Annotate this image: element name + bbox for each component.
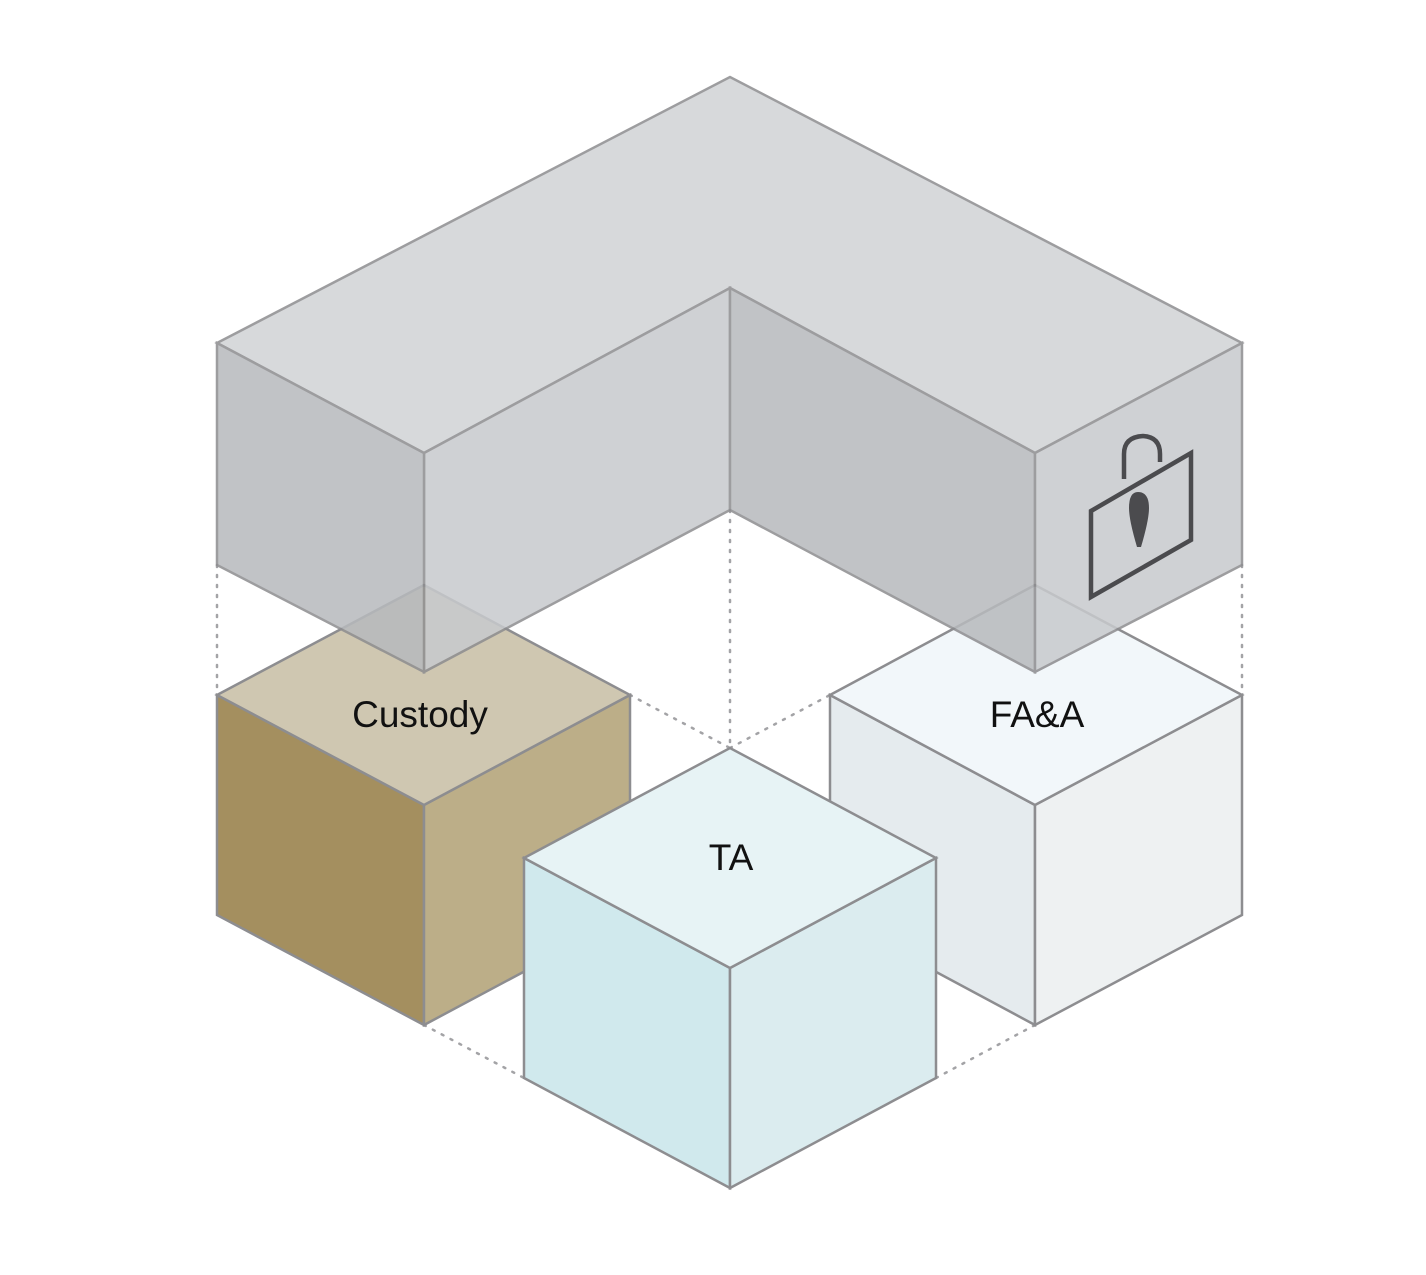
ta-top-face [521, 746, 939, 970]
custody-block: Custody [214, 583, 633, 1028]
lock-icon [1088, 433, 1194, 601]
custody-label: Custody [352, 694, 488, 735]
ta-block: TA [521, 746, 939, 1191]
ta-label: TA [709, 837, 754, 878]
faa-label: FA&A [990, 694, 1085, 735]
shared-layer-outer-left-face [215, 340, 426, 675]
shared-layer [214, 75, 1245, 675]
